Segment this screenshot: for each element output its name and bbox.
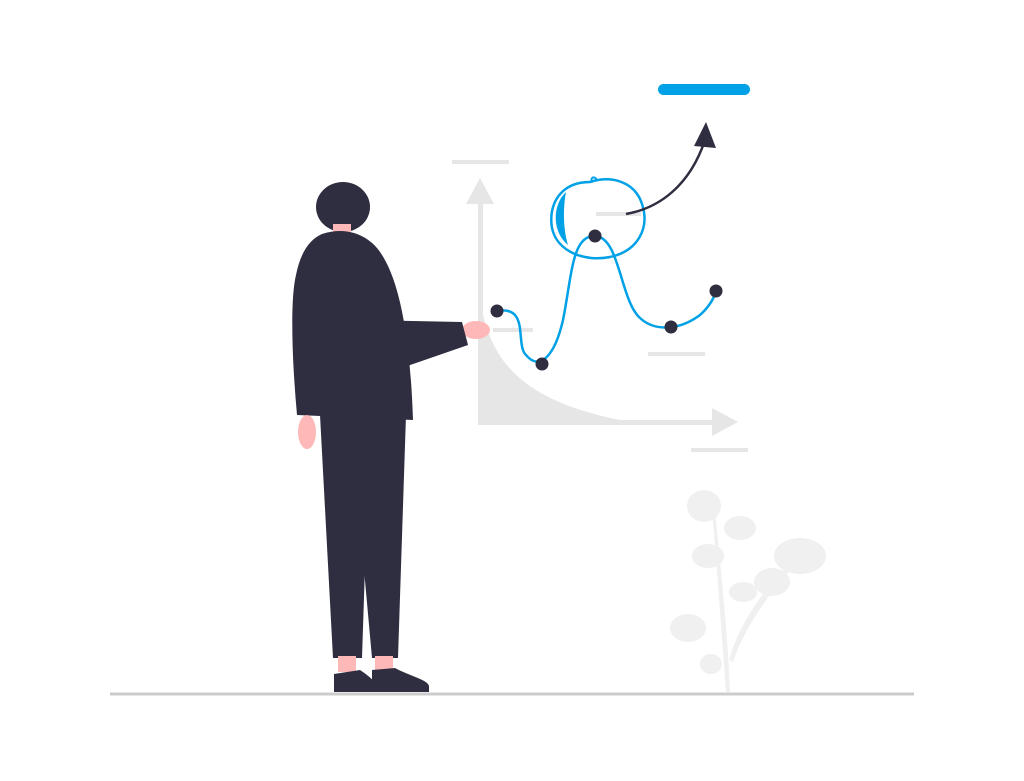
plant-leaf <box>687 490 721 522</box>
person-leg-right <box>350 415 406 658</box>
plant-icon <box>670 490 826 692</box>
plant-branch <box>729 555 802 662</box>
circle-label-bar <box>596 212 641 216</box>
person-coat <box>292 231 413 420</box>
plant-leaf <box>774 538 826 574</box>
data-point <box>490 304 504 318</box>
highlight-fill <box>555 192 568 245</box>
axis-arrow-right-icon <box>712 408 738 436</box>
right-label-bar <box>648 352 705 356</box>
person-head <box>316 182 370 232</box>
decay-area <box>480 300 620 422</box>
chart-decorations <box>452 160 748 452</box>
highlight-ring <box>550 178 646 260</box>
plant-leaf <box>754 568 790 596</box>
highlight-tick <box>590 176 598 183</box>
curve-arrow-head-icon <box>694 122 716 148</box>
x-axis <box>478 420 718 425</box>
plant-leaf <box>729 582 757 602</box>
trend-line <box>496 234 718 363</box>
curve-arrow-icon <box>625 139 707 216</box>
person-hand-raised <box>462 321 490 339</box>
growth-arrow <box>625 122 716 216</box>
data-points <box>490 229 723 371</box>
person-ankle-right <box>375 656 393 672</box>
data-point <box>588 229 602 243</box>
accent-bar <box>658 84 750 95</box>
person-figure-icon <box>292 182 490 692</box>
top-label-bar <box>452 160 509 164</box>
data-point <box>709 284 723 298</box>
person-shoe-right <box>372 668 429 692</box>
person-ankle-left <box>338 656 356 672</box>
plant-leaf <box>670 614 706 642</box>
data-point <box>535 357 549 371</box>
person-shoe-left <box>334 670 378 692</box>
mid-label-bar <box>493 328 533 332</box>
plant-leaf <box>724 516 756 540</box>
chart-axes <box>466 178 738 436</box>
axis-arrow-up-icon <box>466 178 494 204</box>
data-point <box>664 320 678 334</box>
person-hand-lower <box>298 415 316 449</box>
plant-leaf <box>700 654 722 674</box>
plant-leaf <box>692 544 724 568</box>
bottom-label-bar <box>691 448 748 452</box>
highlight-circle <box>550 176 646 260</box>
